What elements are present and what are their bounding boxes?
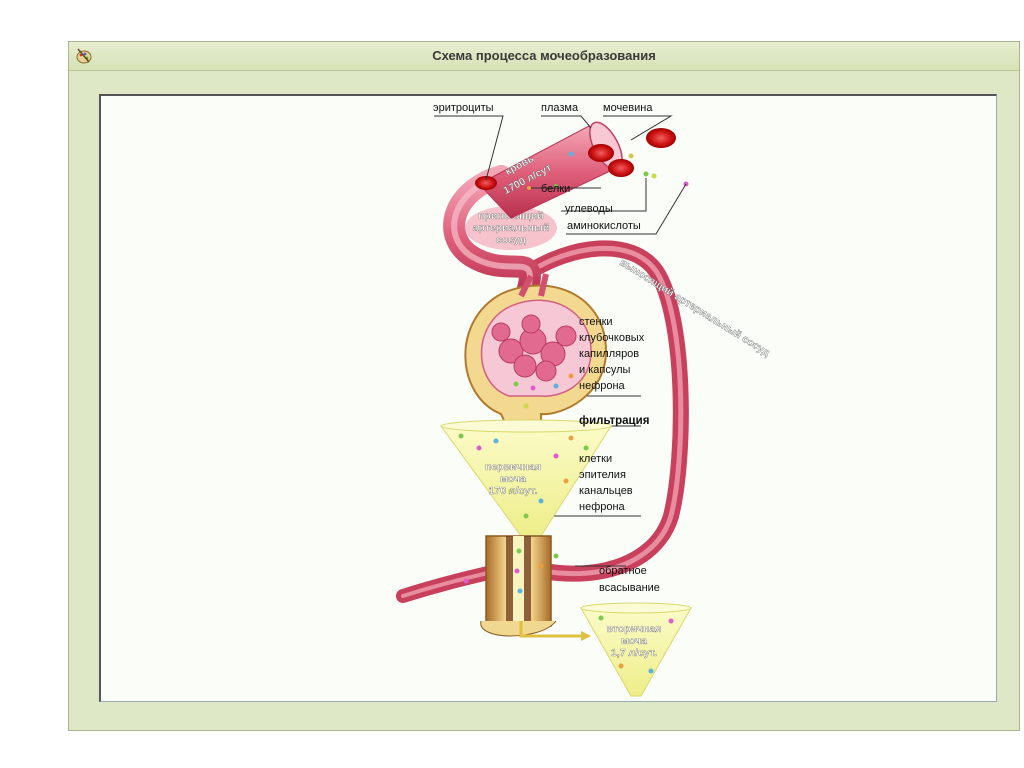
label-reabsorption-1: обратное bbox=[599, 565, 647, 577]
arrow-head-icon bbox=[581, 631, 591, 641]
label-walls-2: клубочковых bbox=[579, 332, 645, 344]
label-filtration: фильтрация bbox=[579, 415, 649, 427]
palette-icon[interactable] bbox=[75, 47, 93, 65]
primary-urine-2: моча bbox=[500, 473, 526, 485]
flow-arrow bbox=[519, 621, 581, 638]
afferent-label-2: артериальный bbox=[473, 222, 550, 234]
primary-urine-funnel bbox=[440, 425, 612, 537]
label-walls-1: стенки bbox=[579, 316, 613, 328]
label-cells-1: клетки bbox=[579, 453, 612, 465]
red-blood-cell bbox=[608, 159, 634, 177]
secondary-urine-2: моча bbox=[621, 635, 647, 647]
urine-formation-diagram: выносящий артериальный сосуд приносящий … bbox=[396, 102, 772, 697]
label-carbohydrates: углеводы bbox=[565, 203, 613, 215]
molecules-secondary bbox=[598, 615, 674, 674]
label-reabsorption-2: всасывание bbox=[599, 582, 660, 594]
secondary-urine-3: 1,7 л/сут. bbox=[611, 647, 657, 659]
label-amino-acids: аминокислоты bbox=[567, 220, 641, 232]
diagram-canvas: выносящий артериальный сосуд приносящий … bbox=[99, 94, 997, 702]
label-walls-3: капилляров bbox=[579, 348, 639, 360]
window-title: Схема процесса мочеобразования bbox=[432, 48, 656, 63]
label-cells-3: канальцев bbox=[579, 485, 633, 497]
label-walls-5: нефрона bbox=[579, 380, 626, 392]
nephron-capsule bbox=[464, 273, 608, 437]
red-blood-cell bbox=[588, 144, 614, 162]
primary-urine-3: 170 л/сут. bbox=[489, 485, 538, 497]
label-cells-4: нефрона bbox=[579, 501, 626, 513]
afferent-label-bg bbox=[465, 206, 557, 250]
secondary-urine-1: вторичная bbox=[606, 623, 661, 635]
label-erythrocytes: эритроциты bbox=[433, 102, 494, 114]
molecules-primary bbox=[458, 433, 589, 519]
label-proteins: белки bbox=[541, 183, 570, 195]
primary-urine-1: первичная bbox=[485, 461, 541, 473]
afferent-label-3: сосуд bbox=[496, 234, 527, 246]
label-urea: мочевина bbox=[603, 102, 653, 114]
label-walls-4: и капсулы bbox=[579, 364, 631, 376]
app-window: Схема процесса мочеобразования bbox=[68, 41, 1020, 731]
red-blood-cell bbox=[475, 176, 497, 190]
label-plasma: плазма bbox=[541, 102, 579, 114]
title-bar: Схема процесса мочеобразования bbox=[69, 42, 1019, 71]
red-blood-cell bbox=[646, 128, 676, 148]
molecules-tubule bbox=[463, 548, 559, 594]
label-cells-2: эпителия bbox=[579, 469, 626, 481]
